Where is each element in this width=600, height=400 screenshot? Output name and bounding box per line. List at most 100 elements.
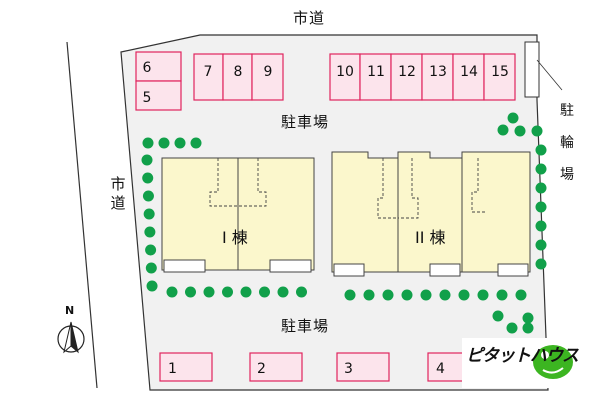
road-label-left: 市道 <box>110 175 126 212</box>
parking-space-6 <box>135 51 182 82</box>
parking-number-6: 6 <box>143 60 152 76</box>
tree-30 <box>535 144 547 156</box>
tree-27 <box>477 289 489 301</box>
tree-32 <box>535 182 547 194</box>
tree-21 <box>363 289 375 301</box>
parking-space-13 <box>421 53 454 101</box>
parking-number-13: 13 <box>429 64 447 80</box>
parking-number-14: 14 <box>460 64 478 80</box>
tree-12 <box>166 286 178 298</box>
tree-37 <box>507 112 519 124</box>
parking-space-5 <box>135 80 182 111</box>
parking-number-12: 12 <box>398 64 416 80</box>
parking-lot-label-top: 駐車場 <box>281 113 330 131</box>
tree-9 <box>145 244 157 256</box>
parking-space-3 <box>336 352 390 382</box>
tree-26 <box>458 289 470 301</box>
parking-space-15 <box>483 53 516 101</box>
parking-space-2 <box>249 352 303 382</box>
tree-2 <box>174 137 186 149</box>
parking-space-11 <box>359 53 392 101</box>
tree-42 <box>522 312 534 324</box>
parking-number-4: 4 <box>436 361 445 377</box>
tree-41 <box>492 310 504 322</box>
road-edge-line <box>66 41 98 389</box>
logo <box>462 338 573 388</box>
parking-space-9 <box>251 53 284 101</box>
tree-34 <box>535 220 547 232</box>
parking-number-7: 7 <box>204 64 213 80</box>
building-2 <box>331 151 531 277</box>
tree-33 <box>535 201 547 213</box>
parking-space-14 <box>452 53 485 101</box>
tree-0 <box>142 137 154 149</box>
tree-7 <box>143 208 155 220</box>
parking-number-10: 10 <box>336 64 354 80</box>
parking-number-11: 11 <box>367 64 385 80</box>
building-2-footprint <box>331 151 531 273</box>
parking-top <box>135 51 516 111</box>
building-2-balcony-3 <box>497 263 529 277</box>
building-1 <box>161 157 315 273</box>
building-2-balcony-2 <box>429 263 461 277</box>
tree-6 <box>142 190 154 202</box>
tree-31 <box>535 163 547 175</box>
parking-space-1 <box>159 352 213 382</box>
tree-40 <box>531 125 543 137</box>
tree-25 <box>439 289 451 301</box>
tree-5 <box>142 172 154 184</box>
tree-8 <box>144 226 156 238</box>
parking-number-8: 8 <box>234 64 243 80</box>
parking-space-4 <box>427 352 469 382</box>
tree-29 <box>515 289 527 301</box>
building-1-label: I 棟 <box>222 228 248 247</box>
logo-text: ピタットハウス <box>466 346 579 366</box>
tree-44 <box>522 322 534 334</box>
tree-4 <box>141 154 153 166</box>
parking-number-3: 3 <box>344 361 353 377</box>
parking-space-12 <box>390 53 423 101</box>
parking-number-15: 15 <box>491 64 509 80</box>
north-label: N <box>65 304 75 317</box>
tree-20 <box>344 289 356 301</box>
tree-39 <box>514 125 526 137</box>
building-2-label: II 棟 <box>415 228 446 247</box>
tree-1 <box>158 137 170 149</box>
bicycle-parking-label: 駐輪場 <box>560 103 574 183</box>
tree-16 <box>240 286 252 298</box>
tree-35 <box>535 239 547 251</box>
parking-number-1: 1 <box>168 361 177 377</box>
tree-43 <box>506 322 518 334</box>
parking-space-7 <box>193 53 224 101</box>
building-2-balcony-1 <box>333 263 365 277</box>
tree-19 <box>296 286 307 298</box>
tree-13 <box>185 286 196 298</box>
tree-11 <box>146 280 158 292</box>
north-arrow <box>57 321 85 354</box>
parking-number-5: 5 <box>143 90 152 106</box>
road-label-top: 市道 <box>293 9 326 27</box>
tree-23 <box>401 289 413 301</box>
parking-lot-label-bottom: 駐車場 <box>281 317 330 335</box>
tree-22 <box>382 289 394 301</box>
tree-36 <box>535 258 547 270</box>
building-1-balcony-right <box>269 259 312 273</box>
bicycle-parking-leader <box>536 59 563 91</box>
tree-28 <box>496 289 508 301</box>
bicycle-parking <box>524 41 540 98</box>
tree-24 <box>420 289 432 301</box>
tree-17 <box>259 286 270 298</box>
trees <box>141 112 547 334</box>
parking-number-2: 2 <box>257 361 266 377</box>
tree-15 <box>222 286 233 298</box>
tree-18 <box>277 286 289 298</box>
parking-bottom <box>159 352 469 382</box>
tree-3 <box>190 137 202 149</box>
tree-10 <box>145 262 157 274</box>
tree-14 <box>203 286 215 298</box>
parking-number-9: 9 <box>264 64 273 80</box>
tree-38 <box>497 124 509 136</box>
building-1-balcony-left <box>163 259 206 273</box>
